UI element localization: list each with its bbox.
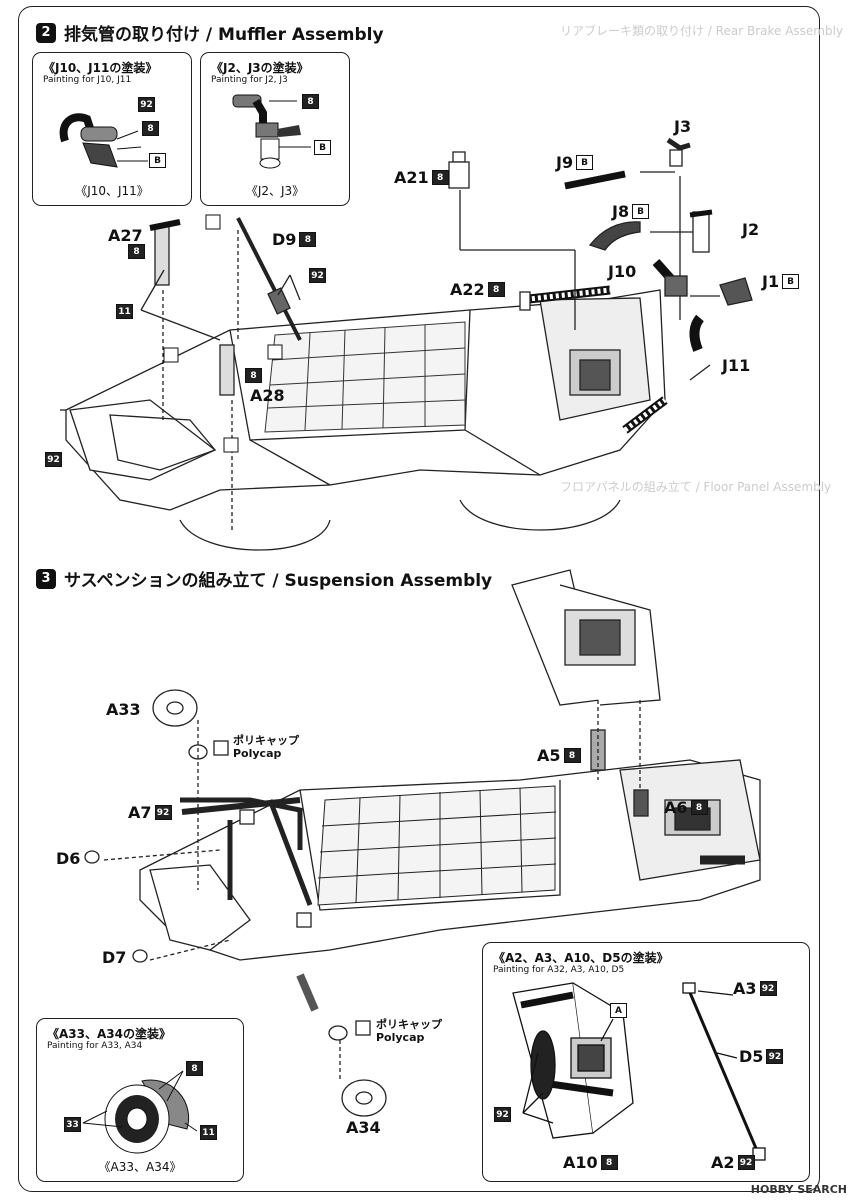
section-3-heading: 3 サスペンションの組み立て / Suspension Assembly: [36, 566, 492, 591]
section-2-title: 排気管の取り付け / Muffler Assembly: [64, 25, 384, 45]
watermark: HOBBY SEARCH: [750, 1183, 847, 1196]
box-footer: 《J10、J11》: [75, 184, 149, 198]
color-badge: B: [149, 153, 166, 168]
polycap-jp: ポリキャップ: [233, 734, 299, 747]
label-j3: J3: [674, 117, 692, 136]
label-j2: J2: [742, 220, 760, 239]
j10-part-drawing: [59, 113, 148, 168]
box-title: 《A2、A3、A10、D5の塗装》: [493, 951, 669, 965]
label-color-92-a: 92: [306, 268, 326, 283]
section-2-number: 2: [36, 22, 56, 43]
box-footer: 《A33、A34》: [98, 1160, 182, 1174]
box-subtitle: Painting for J2, J3: [211, 75, 288, 85]
painting-box-a2-a3-a10-d5: 《A2、A3、A10、D5の塗装》 Painting for A32, A3, …: [482, 942, 810, 1182]
a33-disc-drawing: [82, 1070, 198, 1154]
faint-header-rear-brake: リアブレーキ類の取り付け / Rear Brake Assembly: [560, 24, 844, 38]
label-j11: J11: [722, 356, 751, 375]
label-a33: A33: [106, 700, 141, 719]
label-color-8: 8: [242, 368, 262, 383]
label-a34: A34: [346, 1118, 381, 1137]
section-2-heading: 2 排気管の取り付け / Muffler Assembly: [36, 20, 384, 45]
label-a27-color: 8: [125, 244, 145, 259]
color-badge: 33: [64, 1117, 81, 1132]
polycap-jp: ポリキャップ: [376, 1018, 442, 1031]
box-subtitle: Painting for A32, A3, A10, D5: [493, 965, 625, 975]
color-badge: 11: [200, 1125, 217, 1140]
color-badge: 92: [138, 97, 155, 112]
color-badge: 8: [142, 121, 159, 136]
a2-subframe-drawing: [512, 982, 766, 1161]
color-badge: 8: [186, 1061, 203, 1076]
box-title: 《A33、A34の塗装》: [47, 1027, 171, 1041]
box-title: 《J2、J3の塗装》: [211, 61, 309, 75]
polycap-markers: [163, 214, 283, 453]
painting-box-a33-a34: 《A33、A34の塗装》 Painting for A33, A34 8 33 …: [36, 1018, 244, 1182]
page-frame: [18, 6, 820, 1192]
label-d7: D7: [102, 948, 127, 967]
label-color-92-b: 92: [42, 452, 62, 467]
box-footer: 《J2、J3》: [245, 184, 305, 198]
faint-header-floor-panel: フロアパネルの組み立て / Floor Panel Assembly: [560, 480, 832, 494]
section-3-number: 3: [36, 568, 56, 589]
color-badge-a: A: [610, 1003, 627, 1018]
label-j10: J10: [608, 262, 637, 281]
color-badge-92: 92: [494, 1107, 511, 1122]
label-a27: A27: [108, 226, 143, 245]
box-subtitle: Painting for A33, A34: [47, 1041, 143, 1051]
label-color-11: 11: [113, 304, 133, 319]
box-title: 《J10、J11の塗装》: [43, 61, 158, 75]
box-subtitle: Painting for J10, J11: [43, 75, 132, 85]
painting-box-j2-j3: 《J2、J3の塗装》 Painting for J2, J3 8 B 《J2、J…: [200, 52, 350, 206]
section-3-title: サスペンションの組み立て / Suspension Assembly: [64, 571, 493, 591]
j2-part-drawing: [232, 94, 311, 169]
polycap-en: Polycap: [233, 747, 282, 760]
label-a28: A28: [250, 386, 285, 405]
label-d6: D6: [56, 849, 81, 868]
color-badge: B: [314, 140, 331, 155]
polycap-en: Polycap: [376, 1031, 425, 1044]
painting-box-j10-j11: 《J10、J11の塗装》 Painting for J10, J11 92 8 …: [32, 52, 192, 206]
color-badge: 8: [302, 94, 319, 109]
